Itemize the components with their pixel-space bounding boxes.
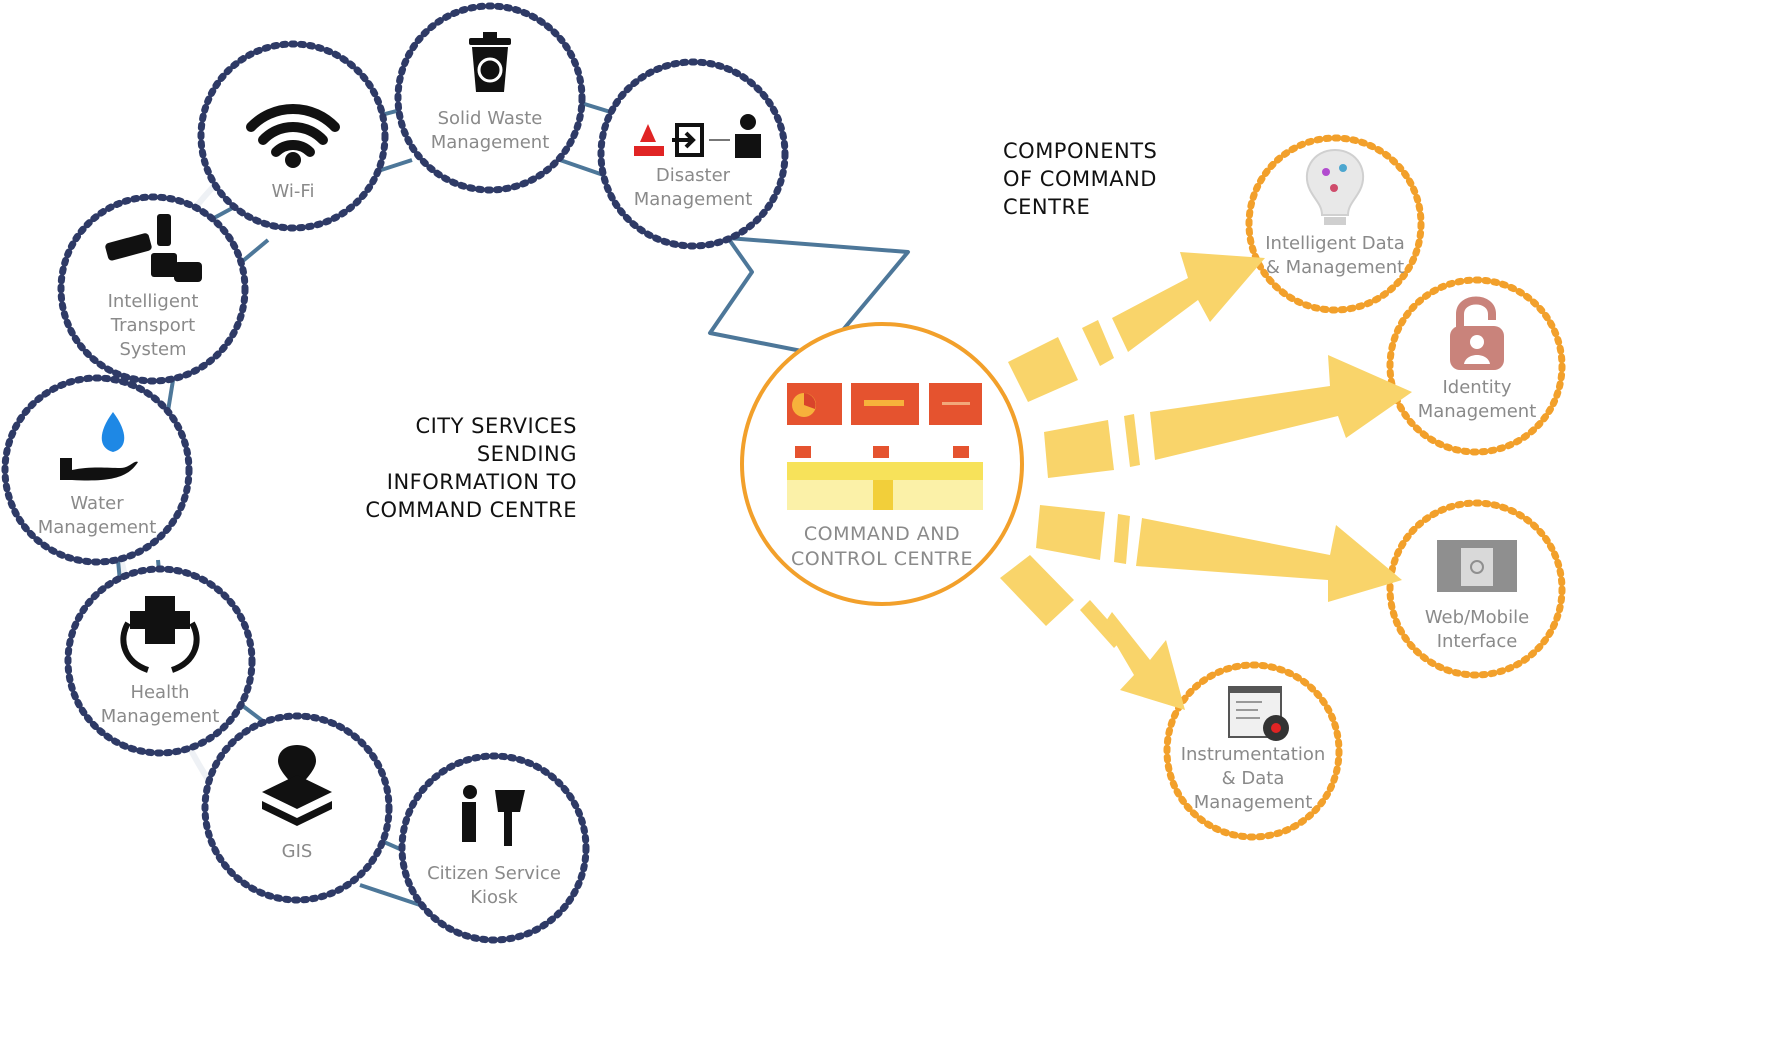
control-room-icon	[787, 383, 983, 510]
component-label-line: Management	[1193, 792, 1313, 813]
component-label-instrumentation: Instrumentation & Data Management	[1173, 743, 1333, 815]
component-label-line: Web/Mobile	[1424, 607, 1530, 628]
service-circle-health	[64, 565, 256, 757]
center-label-line: CONTROL CENTRE	[790, 548, 974, 570]
kiosk-icon	[462, 785, 525, 846]
lightbulb-icon	[1305, 148, 1365, 225]
heading-line: COMPONENTS	[1003, 139, 1158, 163]
service-label-solid-waste: Solid Waste Management	[410, 107, 570, 155]
service-label-kiosk: Citizen Service Kiosk	[414, 862, 574, 910]
command-centre-label: COMMAND AND CONTROL CENTRE	[752, 522, 1012, 572]
component-circle-instrumentation	[1163, 661, 1343, 841]
service-label-line: Wi-Fi	[271, 181, 315, 202]
service-label-line: Management	[633, 189, 753, 210]
components-heading: COMPONENTS OF COMMAND CENTRE	[1003, 137, 1157, 221]
component-label-line: Management	[1417, 401, 1537, 422]
service-label-line: Transport	[110, 315, 196, 336]
service-label-line: GIS	[281, 841, 313, 862]
service-label-line: System	[119, 339, 187, 360]
component-label-identity: Identity Management	[1397, 376, 1557, 424]
component-label-line: & Management	[1265, 257, 1405, 278]
center-label-line: COMMAND AND	[803, 523, 961, 545]
map-layers-icon	[262, 745, 332, 826]
service-label-disaster: Disaster Management	[613, 164, 773, 212]
padlock-user-icon	[1450, 296, 1504, 370]
heading-line: SENDING	[476, 442, 577, 466]
heading-line: COMMAND CENTRE	[365, 498, 577, 522]
service-circle-transport	[57, 193, 249, 385]
service-label-line: Water	[70, 493, 124, 514]
service-label-line: Management	[100, 706, 220, 727]
heading-line: CENTRE	[1003, 195, 1091, 219]
component-label-line: Interface	[1436, 631, 1518, 652]
service-label-transport: Intelligent Transport System	[73, 290, 233, 362]
service-label-line: Citizen Service	[427, 863, 561, 884]
traffic-icon	[105, 214, 202, 282]
alert-icon	[634, 114, 761, 158]
service-circle-kiosk	[398, 752, 590, 944]
heading-line: CITY SERVICES	[415, 414, 577, 438]
wifi-icon	[246, 104, 340, 168]
service-label-health: Health Management	[80, 681, 240, 729]
service-label-gis: GIS	[217, 840, 377, 864]
component-label-line: & Data	[1221, 768, 1285, 789]
service-label-line: Management	[430, 132, 550, 153]
heading-line: OF COMMAND	[1003, 167, 1157, 191]
component-label-intelligent-data: Intelligent Data & Management	[1255, 232, 1415, 280]
service-label-line: Health	[130, 682, 190, 703]
city-services-heading: CITY SERVICES SENDING INFORMATION TO COM…	[365, 412, 577, 524]
water-drop-hand-icon	[60, 412, 138, 481]
gear-document-icon	[1228, 686, 1289, 741]
service-label-water: Water Management	[17, 492, 177, 540]
component-label-line: Intelligent Data	[1265, 233, 1405, 254]
service-label-line: Disaster	[655, 165, 731, 186]
service-label-wifi: Wi-Fi	[213, 180, 373, 204]
service-label-line: Intelligent	[107, 291, 199, 312]
service-label-line: Management	[37, 517, 157, 538]
service-label-line: Kiosk	[470, 887, 518, 908]
service-circle-wifi	[197, 40, 389, 232]
component-beams	[1000, 252, 1412, 710]
health-cross-icon	[120, 596, 200, 673]
heading-line: INFORMATION TO	[386, 470, 577, 494]
arrow-to-command-centre	[708, 236, 910, 357]
device-icon	[1437, 540, 1517, 592]
component-label-line: Instrumentation	[1180, 744, 1326, 765]
service-label-line: Solid Waste	[437, 108, 543, 129]
recycle-bin-icon	[469, 32, 511, 92]
component-label-line: Identity	[1442, 377, 1512, 398]
service-circle-solid-waste	[394, 2, 586, 194]
component-label-web-mobile: Web/Mobile Interface	[1397, 606, 1557, 654]
